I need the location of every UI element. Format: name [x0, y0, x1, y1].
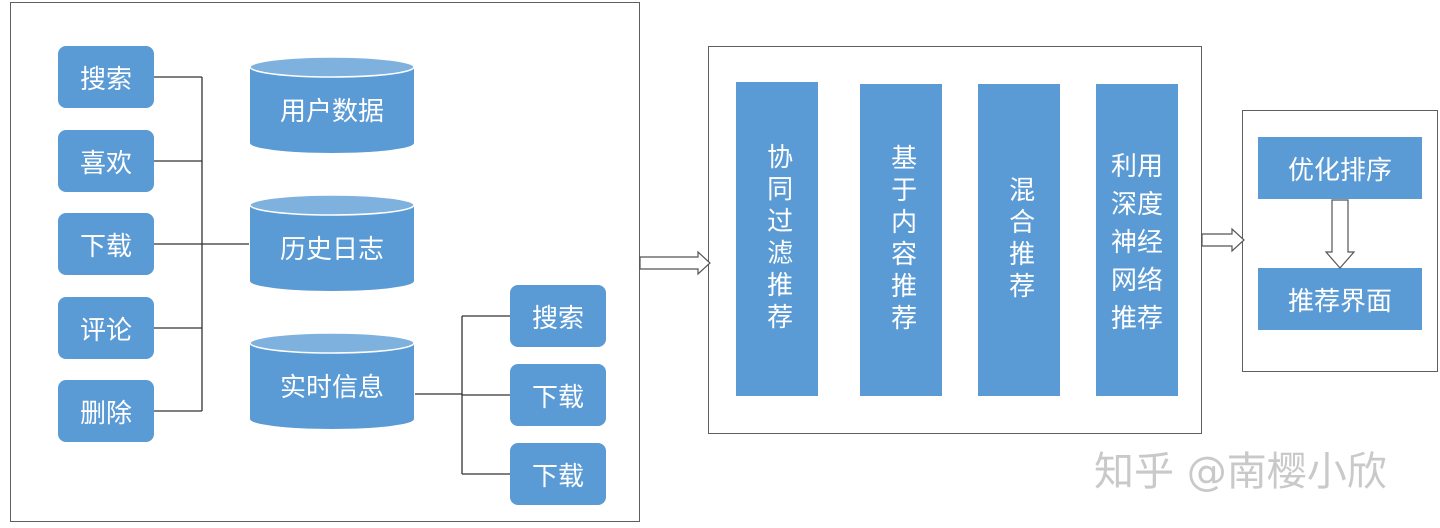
- action-search-label: 搜索: [79, 64, 132, 95]
- content-based-box: 基于内容推荐: [860, 84, 942, 396]
- action-delete-box: 删除: [58, 380, 154, 442]
- realtime-download-box-1: 下载: [510, 364, 606, 426]
- history-log-cylinder: 历史日志: [249, 194, 415, 292]
- collaborative-filtering-label: 协同过滤推荐: [762, 143, 793, 335]
- realtime-download-label-2: 下载: [531, 461, 584, 492]
- realtime-info-cylinder: 实时信息: [249, 332, 415, 430]
- action-download-label: 下载: [79, 231, 132, 262]
- deep-neural-network-box: 利用深度神经网络推荐: [1096, 84, 1178, 396]
- realtime-search-box: 搜索: [510, 285, 606, 347]
- deep-neural-network-label: 利用深度神经网络推荐: [1110, 152, 1163, 334]
- realtime-download-box-2: 下载: [510, 443, 606, 505]
- action-comment-label: 评论: [79, 315, 132, 346]
- recommendation-ui-box: 推荐界面: [1258, 268, 1422, 330]
- watermark-text: 知乎 @南樱小欣: [1094, 449, 1387, 495]
- realtime-info-label: 实时信息: [279, 372, 384, 403]
- cylinder-shape: [249, 56, 415, 153]
- action-search-box: 搜索: [58, 46, 154, 108]
- hybrid-box: 混合推荐: [978, 84, 1060, 396]
- realtime-search-label: 搜索: [531, 303, 584, 334]
- realtime-download-label-1: 下载: [531, 382, 584, 413]
- collaborative-filtering-box: 协同过滤推荐: [736, 82, 818, 396]
- user-data-cylinder: 用户数据: [249, 56, 415, 154]
- history-log-label: 历史日志: [279, 234, 384, 265]
- arrow-rank-to-ui: [1324, 199, 1356, 269]
- action-delete-label: 删除: [79, 398, 132, 429]
- arrow-to-output: [1201, 227, 1245, 253]
- action-like-label: 喜欢: [79, 148, 132, 179]
- optimized-ranking-box: 优化排序: [1258, 137, 1422, 199]
- hybrid-label: 混合推荐: [1004, 176, 1035, 304]
- arrow-to-algorithms: [639, 250, 711, 276]
- user-data-label: 用户数据: [279, 96, 384, 127]
- action-download-box: 下载: [58, 213, 154, 275]
- recommendation-ui-label: 推荐界面: [1287, 286, 1392, 317]
- action-comment-box: 评论: [58, 297, 154, 359]
- cylinder-shape: [249, 332, 415, 429]
- optimized-ranking-label: 优化排序: [1287, 155, 1392, 186]
- action-like-box: 喜欢: [58, 130, 154, 192]
- content-based-label: 基于内容推荐: [886, 144, 917, 336]
- cylinder-shape: [249, 194, 415, 291]
